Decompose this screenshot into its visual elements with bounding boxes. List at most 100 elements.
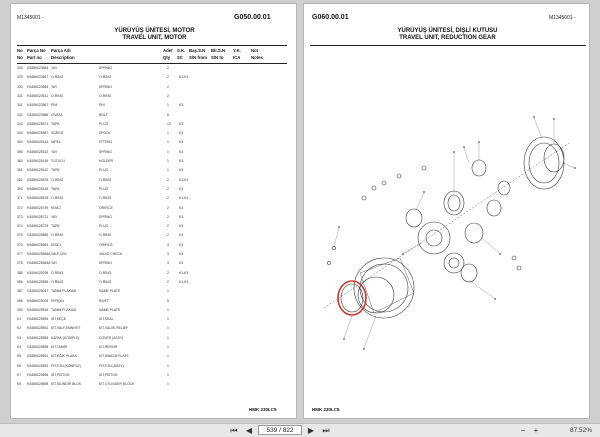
page-footer: HMK 230LC5 bbox=[312, 407, 340, 412]
zoom-out-icon[interactable]: − bbox=[520, 426, 526, 435]
table-cell: 344 bbox=[17, 131, 23, 136]
table-cell: H3456025596 bbox=[27, 279, 49, 284]
table-cell: 373 bbox=[17, 214, 23, 219]
table-cell: PLUG bbox=[99, 168, 109, 173]
col-header: SC bbox=[177, 55, 183, 60]
table-top-rule bbox=[17, 45, 287, 46]
last-page-icon[interactable]: ⏭ bbox=[322, 426, 330, 435]
left-page: M1345001 - G050.00.01 YÜRÜYÜŞ ÜNİTESİ, M… bbox=[10, 3, 297, 419]
table-cell: SPOOL bbox=[99, 131, 111, 136]
col-header: Adet bbox=[163, 48, 173, 53]
col-header: S/N from bbox=[189, 55, 207, 60]
table-cell: PİSTON (KOMPLE) bbox=[51, 363, 81, 368]
table-cell: H3456023567 bbox=[27, 75, 49, 80]
table-cell: KISICI bbox=[51, 242, 61, 247]
table-cell: K3 bbox=[179, 131, 184, 136]
table-cell: H3456025555 bbox=[27, 335, 49, 340]
table-cell: PİM bbox=[51, 103, 58, 108]
table-cell: KİT,KEÇE bbox=[51, 317, 67, 322]
table-cell: 386 bbox=[17, 279, 23, 284]
page-title-tr: YÜRÜYÜŞ ÜNİTESİ, DİŞLİ KUTUSU bbox=[397, 28, 498, 34]
table-cell: 1 bbox=[167, 159, 169, 163]
table-cell: 378 bbox=[17, 261, 23, 266]
table-cell: 372 bbox=[17, 205, 23, 210]
table-cell: 2 bbox=[167, 177, 169, 182]
table-cell: K7 bbox=[17, 372, 22, 377]
table-cell: H3456025145 bbox=[27, 159, 49, 163]
table-cell: H3456023511 bbox=[27, 93, 49, 98]
table-cell: K3 bbox=[179, 121, 184, 126]
table-cell: H3456023564 bbox=[27, 84, 49, 89]
table-header-rule bbox=[17, 63, 287, 64]
table-cell: H3456025565A bbox=[27, 252, 51, 256]
table-cell: 363 bbox=[17, 186, 23, 191]
table-cell: 376 bbox=[17, 242, 23, 247]
table-cell: 388 bbox=[17, 298, 23, 303]
table-cell: O-RING bbox=[99, 93, 112, 98]
table-cell: O-RİNG bbox=[51, 75, 64, 80]
table-cell: 5 bbox=[167, 298, 169, 303]
table-cell: K8 bbox=[17, 382, 22, 387]
prev-page-icon[interactable]: ◀ bbox=[245, 426, 253, 435]
table-cell: 1 bbox=[167, 168, 169, 173]
col-header: Y.K. bbox=[233, 48, 241, 53]
table-cell: 1 bbox=[167, 326, 169, 331]
table-cell: 343 bbox=[17, 121, 23, 126]
col-header: Part no bbox=[27, 55, 42, 60]
table-cell: 3 bbox=[167, 242, 169, 247]
table-cell: 1 bbox=[167, 345, 169, 349]
table-cell: H3456023584 bbox=[27, 66, 49, 70]
table-cell: K3 bbox=[179, 186, 184, 191]
table-cell: H3456025598 bbox=[27, 345, 49, 349]
table-cell: NAME PLATE bbox=[99, 289, 121, 294]
table-cell: 2 bbox=[167, 196, 169, 201]
title-rule bbox=[310, 45, 586, 46]
table-cell: H3456025698 bbox=[27, 372, 49, 377]
table-cell: 355 bbox=[17, 149, 23, 154]
table-cell: KIT,SWASH PLATE bbox=[99, 354, 129, 359]
col-header: Baş.S.N bbox=[189, 48, 206, 53]
table-cell: H3456023567 bbox=[27, 103, 49, 108]
zoom-in-icon[interactable]: + bbox=[533, 426, 539, 435]
table-cell: H3456025025 bbox=[27, 298, 49, 303]
table-cell: 2 bbox=[167, 224, 169, 229]
first-page-icon[interactable]: ⏮ bbox=[230, 426, 238, 435]
table-cell: 1 bbox=[167, 131, 169, 136]
table-cell: SPRING bbox=[99, 84, 112, 89]
table-cell: TAPA bbox=[51, 168, 60, 173]
table-cell: H3456025572 bbox=[27, 121, 49, 126]
table-cell: KIT,SEAL bbox=[99, 317, 114, 322]
table-cell: TANIM PLAKASI bbox=[51, 289, 77, 294]
table-cell: 2 bbox=[167, 93, 169, 98]
table-cell: K3 bbox=[179, 149, 184, 154]
table-cell: H3456025589 bbox=[27, 233, 49, 238]
next-page-icon[interactable]: ▶ bbox=[307, 426, 315, 435]
table-cell: 1 bbox=[167, 140, 169, 145]
table-cell: 385 bbox=[17, 270, 23, 275]
zoom-level[interactable]: 87.52% bbox=[569, 427, 592, 434]
table-cell: K3 bbox=[179, 224, 184, 229]
table-cell: H3456025298 bbox=[27, 270, 49, 275]
table-cell: 362 bbox=[17, 177, 23, 182]
table-cell: O-RİNG bbox=[51, 93, 64, 98]
col-header: Parça Adı bbox=[51, 48, 71, 53]
page-number-input[interactable]: 539 / 822 bbox=[258, 425, 302, 435]
table-cell: K3 bbox=[179, 214, 184, 219]
table-cell: H3456023586 bbox=[27, 112, 49, 117]
table-cell: 10 bbox=[167, 121, 171, 126]
exploded-gear-diagram bbox=[323, 116, 576, 350]
table-cell: NAME PLATE bbox=[99, 307, 121, 312]
table-cell: 377 bbox=[17, 252, 23, 256]
table-cell: KİT,PİSTON bbox=[51, 372, 70, 377]
table-cell: 387 bbox=[17, 289, 23, 294]
table-cell: PLUG bbox=[99, 121, 109, 126]
